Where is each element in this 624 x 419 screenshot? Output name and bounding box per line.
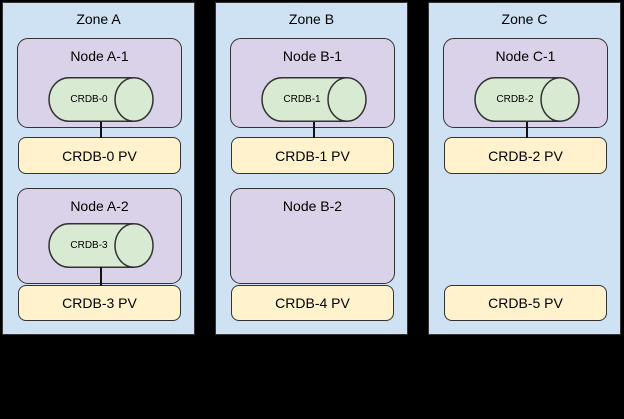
pv-crdb-1: CRDB-1 PV [231,137,394,174]
cylinder-shape-icon [474,77,580,122]
cylinder-shape-icon [261,77,367,122]
db-cylinder-crdb-1: CRDB-1 [261,77,367,122]
connector-line [100,122,102,138]
pv-crdb-5: CRDB-5 PV [444,285,607,321]
node-c1: Node C-1 CRDB-2 [443,38,608,128]
pv-crdb-0-label: CRDB-0 PV [62,147,137,164]
pv-crdb-4: CRDB-4 PV [231,285,394,321]
pv-crdb-4-label: CRDB-4 PV [275,295,350,311]
db-label-crdb-2: CRDB-2 [496,94,534,105]
connector-line [313,122,315,138]
cylinder-shape-icon [48,223,154,268]
db-cylinder-crdb-0: CRDB-0 [48,77,154,122]
pv-crdb-5-label: CRDB-5 PV [488,295,563,311]
zone-a: Zone A Node A-1 CRDB-0 CRDB-0 PV Node A-… [2,2,195,335]
pv-crdb-3-label: CRDB-3 PV [62,295,137,311]
zone-c: Zone C Node C-1 CRDB-2 CRDB-2 PV CRDB-5 … [428,2,621,335]
pv-crdb-1-label: CRDB-1 PV [275,147,350,164]
node-b1-label: Node B-1 [282,48,343,64]
node-a1: Node A-1 CRDB-0 [17,38,182,128]
zone-b-title: Zone B [288,11,335,27]
zone-b: Zone B Node B-1 CRDB-1 CRDB-1 PV Node B-… [215,2,408,335]
node-a2-label: Node A-2 [70,198,129,214]
node-a2: Node A-2 CRDB-3 [17,188,182,284]
pv-crdb-0: CRDB-0 PV [18,137,181,174]
db-cylinder-crdb-3: CRDB-3 [48,223,154,268]
db-label-crdb-1: CRDB-1 [283,94,321,105]
pv-crdb-2: CRDB-2 PV [444,137,607,174]
connector-line [100,267,102,286]
zone-c-title: Zone C [501,11,548,27]
pv-crdb-2-label: CRDB-2 PV [488,147,563,164]
db-label-crdb-0: CRDB-0 [70,94,108,105]
pv-crdb-3: CRDB-3 PV [18,285,181,321]
connector-line [526,122,528,138]
node-a1-label: Node A-1 [70,48,129,64]
node-c1-label: Node C-1 [495,48,556,64]
db-label-crdb-3: CRDB-3 [70,240,108,251]
node-b1: Node B-1 CRDB-1 [230,38,395,128]
cylinder-shape-icon [48,77,154,122]
node-b2-label: Node B-2 [282,198,343,214]
zone-a-title: Zone A [76,11,121,27]
db-cylinder-crdb-2: CRDB-2 [474,77,580,122]
node-b2: Node B-2 [230,188,395,284]
